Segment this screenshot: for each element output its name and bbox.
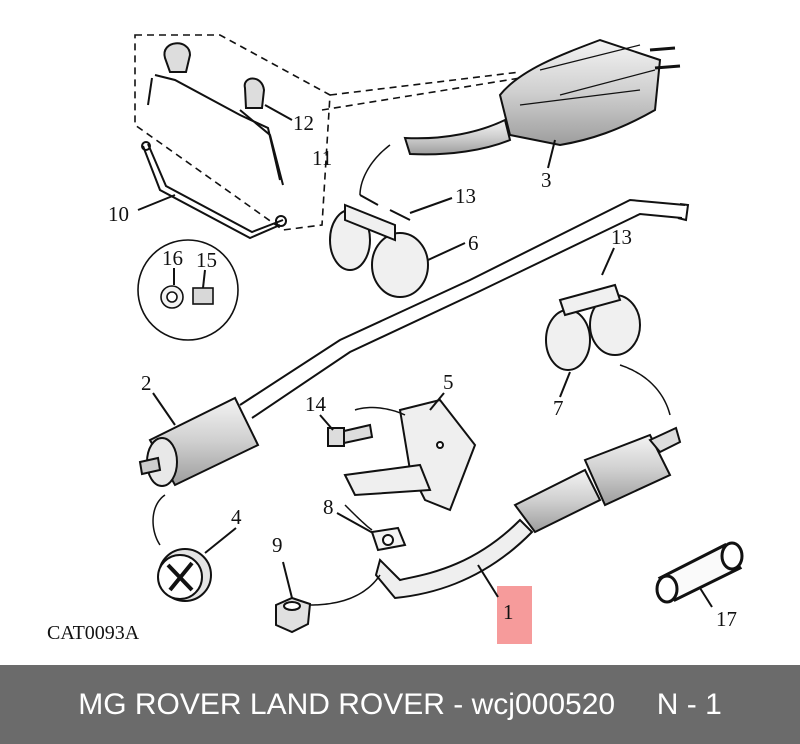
callout-11: 11 [312, 146, 332, 170]
footer-brand: MG ROVER LAND ROVER [78, 687, 445, 721]
bolt [327, 423, 374, 447]
footer-part-number: wcj000520 [471, 687, 616, 721]
front-pipe-catalyst [374, 426, 682, 600]
callout-15: 15 [196, 248, 217, 272]
pipe-clamp-upper [329, 194, 429, 298]
callout-10: 10 [108, 202, 129, 226]
diagram-reference-code: CAT0093A [47, 622, 140, 644]
relation-arcs [152, 144, 671, 606]
callout-2: 2 [141, 371, 152, 395]
callout-8: 8 [323, 495, 334, 519]
callout-5: 5 [443, 370, 454, 394]
callout-4: 4 [231, 505, 242, 529]
callout-12: 12 [293, 111, 314, 135]
footer-caption: MG ROVER LAND ROVER - wcj000520 N - 1 [78, 688, 722, 722]
callout-9: 9 [272, 533, 283, 557]
leader-lines [137, 104, 713, 608]
callout-6: 6 [468, 231, 479, 255]
bolt-seal-detail [137, 239, 239, 341]
mounting-bracket [343, 398, 477, 512]
callout-3: 3 [541, 168, 552, 192]
callout-1: 1 [503, 600, 514, 624]
callout-17: 17 [716, 607, 737, 631]
pipe-clamp-lower [545, 283, 641, 371]
part-1-highlight [497, 586, 532, 644]
rear-silencer [403, 38, 681, 156]
callout-13-lower: 13 [611, 225, 632, 249]
hanger-group-outline [134, 34, 521, 231]
callout-7: 7 [553, 396, 564, 420]
centre-silencer [138, 396, 260, 487]
footer-position: N - 1 [656, 687, 722, 721]
mounting-rubber [157, 548, 212, 602]
footer-bar: MG ROVER LAND ROVER - wcj000520 N - 1 [0, 665, 800, 744]
flange-nut [275, 596, 312, 634]
callout-16: 16 [162, 246, 183, 270]
exhaust-hanger-bracket [147, 42, 284, 186]
intermediate-pipe [239, 198, 690, 419]
hanger-bar [141, 141, 287, 240]
callout-13-upper: 13 [455, 184, 476, 208]
flange-gasket [370, 526, 407, 552]
callout-14: 14 [305, 392, 327, 416]
exhaust-system-diagram: 1 2 3 4 5 6 7 8 9 10 11 12 13 13 14 15 1… [47, 34, 744, 644]
pipe-sleeve [655, 541, 744, 604]
footer-separator: - [453, 687, 464, 721]
